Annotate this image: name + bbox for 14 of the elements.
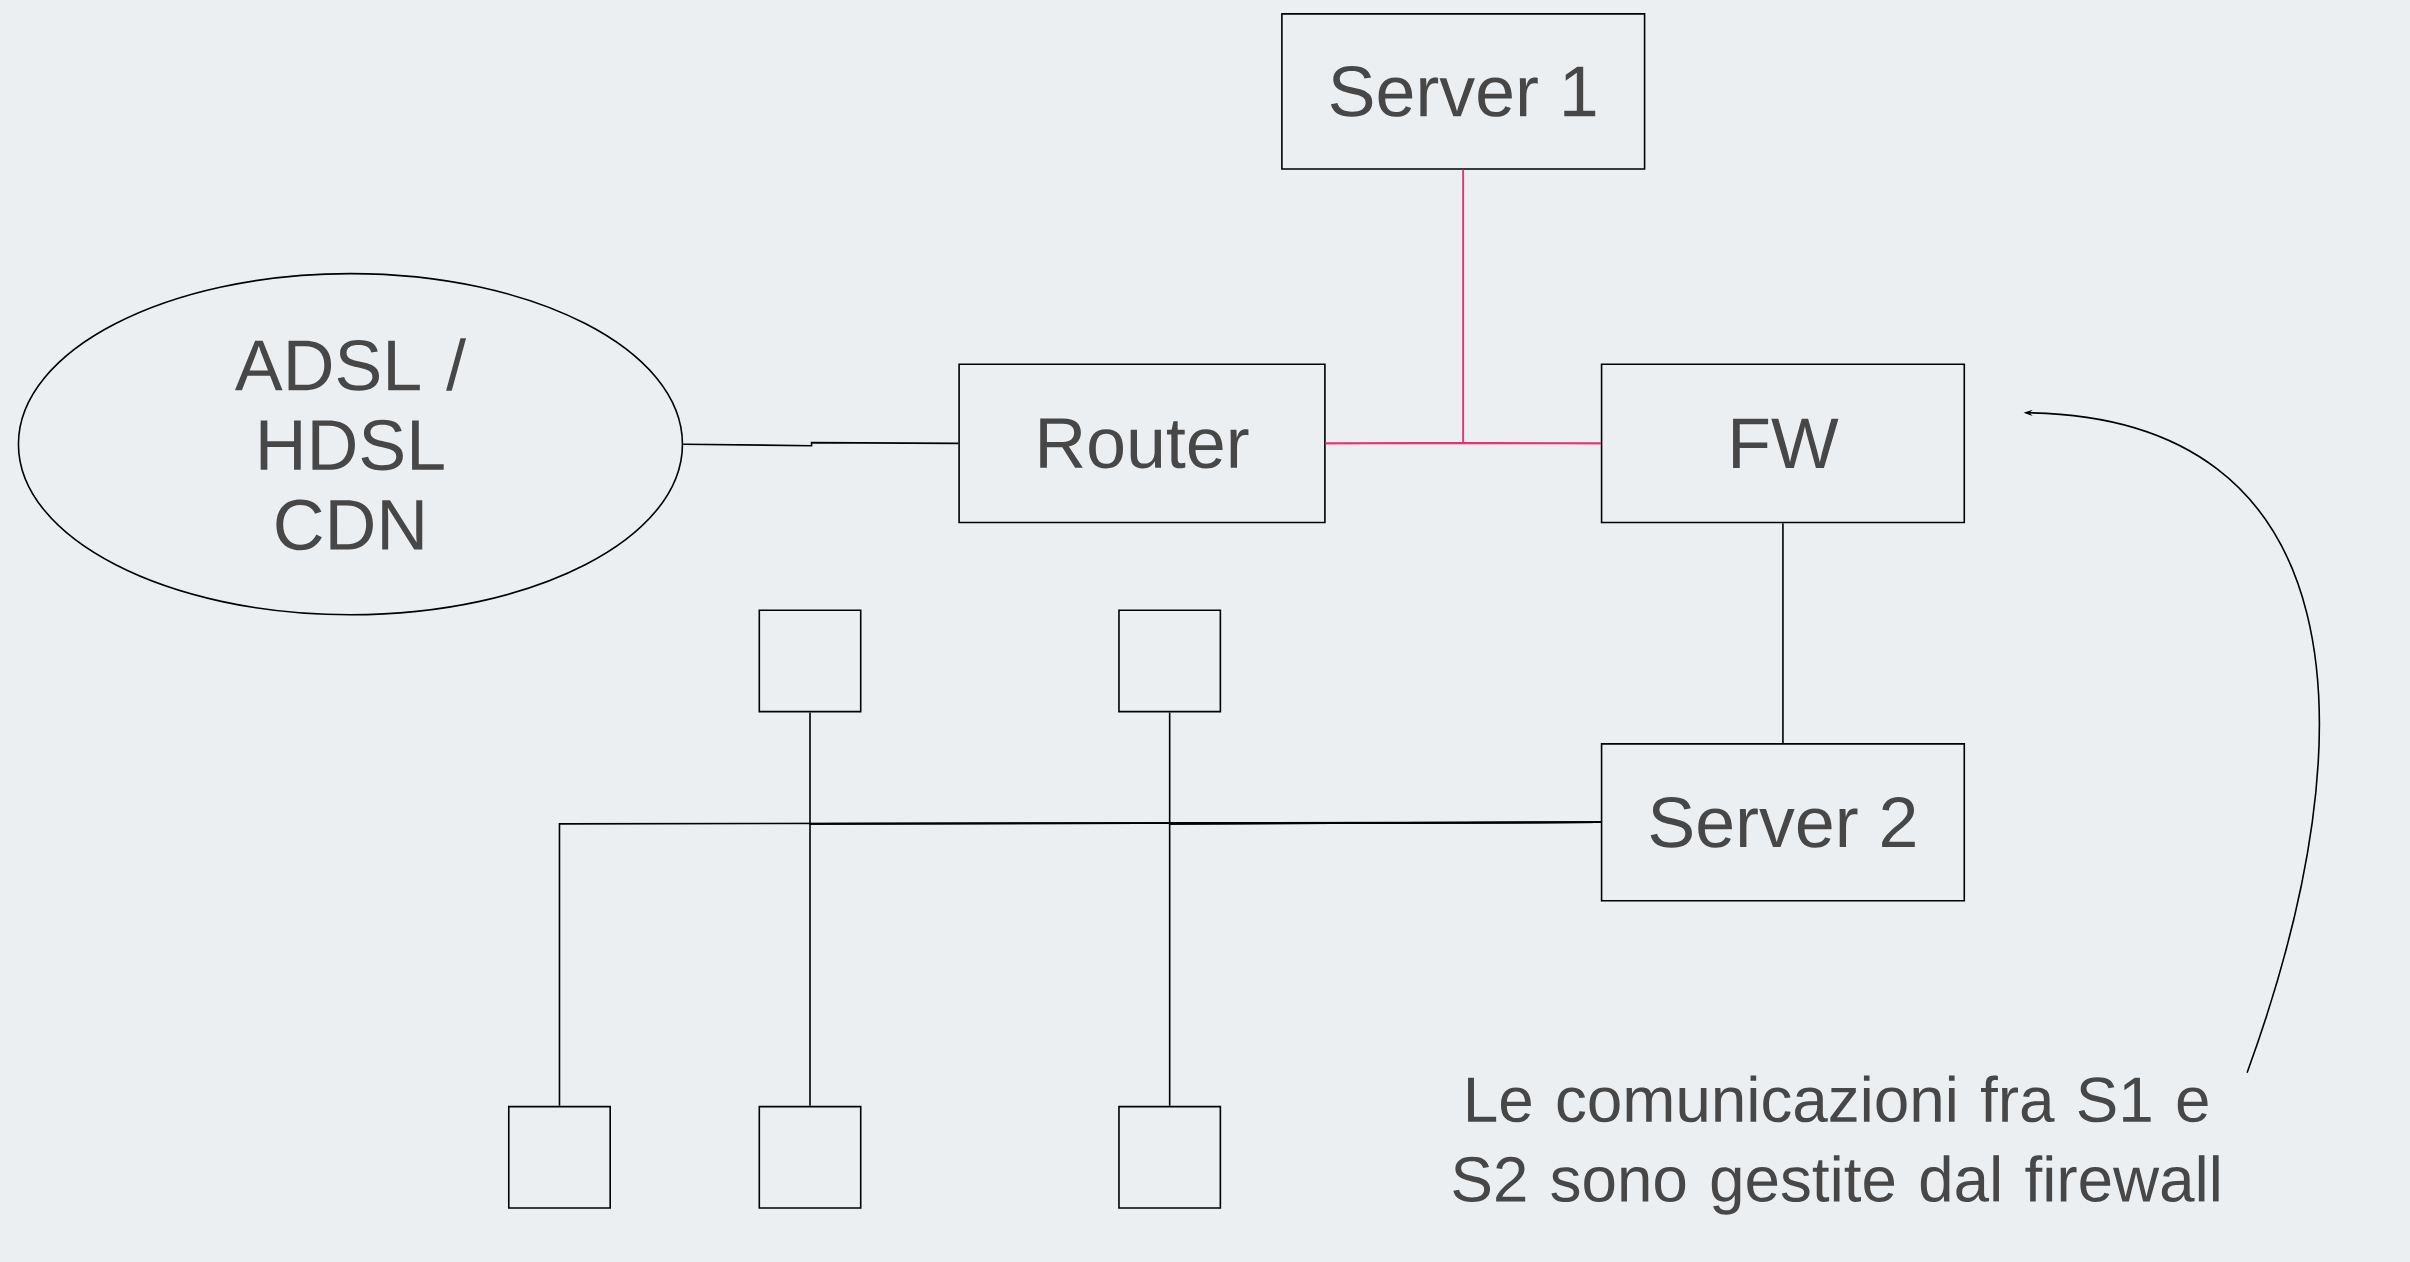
terminal-box [758,1105,862,1209]
network-box: Server 2 [1600,743,1966,902]
connection-line [1462,169,1602,445]
terminal-box [1118,609,1222,713]
connection-line [1782,522,1784,744]
terminal-box [758,609,862,713]
terminal-box [1118,1105,1222,1209]
network-box: Server 1 [1281,13,1646,170]
network-box: Router [958,363,1326,524]
connection-line [682,441,960,447]
terminal-box [507,1105,611,1209]
network-box: FW [1600,363,1966,524]
note-text: Le comunicazioni fra S1 e S2 sono gestite dal firewall [1453,1075,2219,1215]
connection-line [1168,821,1602,1107]
